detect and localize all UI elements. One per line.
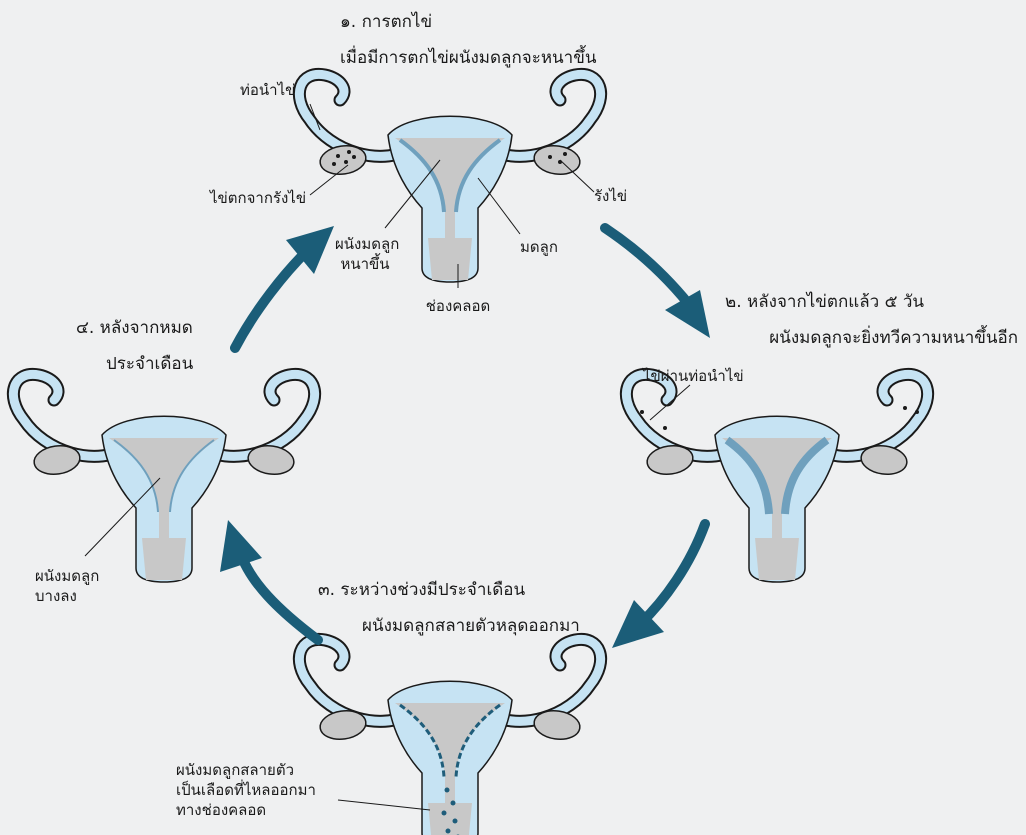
stage-1-title: ๑. การตกไข่: [340, 10, 432, 35]
arrow-3-to-4: [220, 520, 318, 640]
label-thick-wall-line1: ผนังมดลูก: [335, 234, 395, 254]
arrow-4-to-1: [235, 226, 334, 348]
stage-1-subtitle: เมื่อมีการตกไข่ผนังมดลูกจะหนาขึ้น: [340, 46, 596, 71]
label-thin-wall: ผนังมดลูก บางลง: [35, 566, 99, 606]
label-blood-line3: ทางช่องคลอด: [176, 800, 316, 820]
arrow-2-to-3: [612, 524, 705, 648]
label-uterus: มดลูก: [520, 237, 558, 257]
label-blood-line2: เป็นเลือดที่ไหลออกมา: [176, 780, 316, 800]
stage-3-subtitle: ผนังมดลูกสลายตัวหลุดออกมา: [362, 614, 580, 639]
arrow-1-to-2: [605, 228, 710, 338]
label-egg-in-tube: ไข่ผ่านท่อนำไข่: [643, 366, 744, 386]
uterus-stage-2: [626, 374, 927, 582]
stage-2-title: ๒. หลังจากไข่ตกแล้ว ๕ วัน: [725, 290, 924, 315]
label-thin-wall-line1: ผนังมดลูก: [35, 566, 99, 586]
stage-2-subtitle: ผนังมดลูกจะยิ่งทวีความหนาขึ้นอีก: [769, 326, 1018, 351]
label-blood-line1: ผนังมดลูกสลายตัว: [176, 760, 316, 780]
stage-4-title: ๔. หลังจากหมด: [76, 316, 193, 341]
label-vagina: ช่องคลอด: [420, 296, 496, 316]
uterus-stage-3: [299, 639, 600, 835]
stage-4-subtitle: ประจำเดือน: [106, 352, 193, 377]
label-egg-release: ไข่ตกจากรังไข่: [210, 188, 306, 208]
label-thick-wall-line2: หนาขึ้น: [335, 254, 395, 274]
stage-3-title: ๓. ระหว่างช่วงมีประจำเดือน: [318, 578, 525, 603]
label-thick-wall: ผนังมดลูก หนาขึ้น: [335, 234, 395, 274]
label-thin-wall-line2: บางลง: [35, 586, 99, 606]
label-fallopian-tube: ท่อนำไข่: [240, 80, 295, 100]
uterus-stage-4: [13, 374, 314, 582]
label-ovary: รังไข่: [594, 186, 627, 206]
label-blood-flow: ผนังมดลูกสลายตัว เป็นเลือดที่ไหลออกมา ทา…: [176, 760, 316, 820]
